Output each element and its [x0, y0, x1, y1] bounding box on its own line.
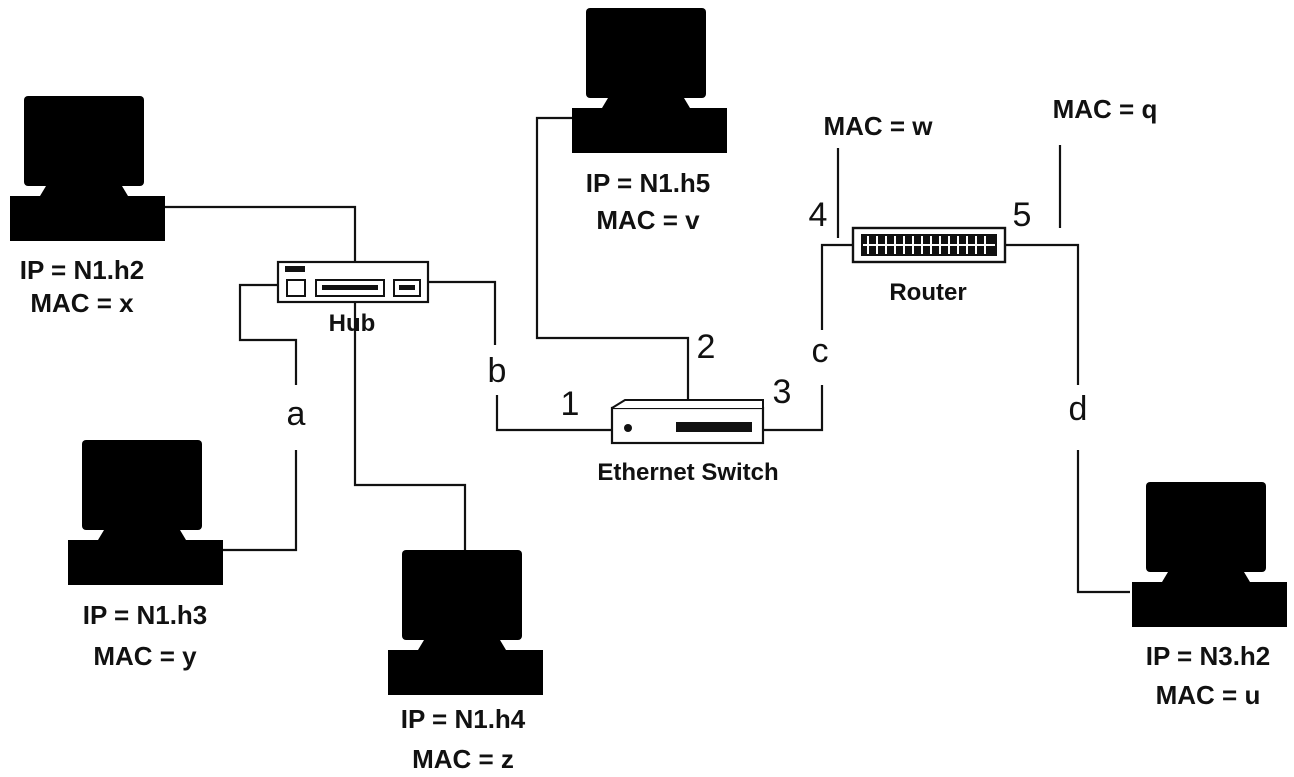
- cable-h5-switch: [535, 116, 690, 408]
- cable-hub-h4: [353, 302, 467, 550]
- switch-port-2-label: 2: [697, 328, 716, 366]
- host-h3-mac-label: MAC = y: [93, 641, 197, 671]
- ethernet-switch-icon: [610, 399, 765, 445]
- segment-c-label: c: [812, 332, 829, 370]
- host-h3-ip-label: IP = N1.h3: [83, 600, 208, 630]
- host-h4-mac-label: MAC = z: [412, 744, 514, 774]
- router-icon: [851, 226, 1007, 264]
- cable-segment-d-lower: [1076, 450, 1130, 594]
- router-port-4-mac-label: MAC = w: [823, 111, 933, 141]
- segment-d-label: d: [1069, 390, 1088, 428]
- segment-b-label: b: [488, 352, 507, 390]
- computer-n3h2-icon: [1132, 482, 1287, 627]
- host-n3h2-ip-label: IP = N3.h2: [1146, 641, 1271, 671]
- host-h5-mac-label: MAC = v: [596, 205, 700, 235]
- cable-segment-c: [763, 385, 824, 432]
- router-label: Router: [889, 279, 966, 306]
- cable-segment-a-lower: [222, 450, 298, 552]
- cable-segment-c-upper: [820, 243, 853, 330]
- cable-segment-b-lower: [495, 395, 612, 432]
- router-port-4-label: 4: [809, 196, 828, 234]
- computer-h3-icon: [68, 440, 223, 585]
- switch-port-1-label: 1: [561, 385, 580, 423]
- host-h2-mac-label: MAC = x: [30, 288, 134, 318]
- computer-h5-icon: [572, 8, 727, 153]
- host-n3h2-mac-label: MAC = u: [1156, 680, 1261, 710]
- cable-h2-hub: [165, 205, 357, 262]
- segment-a-label: a: [287, 395, 306, 433]
- computer-h4-icon: [388, 550, 543, 695]
- switch-port-3-label: 3: [773, 373, 792, 411]
- hub-icon: [276, 260, 430, 304]
- host-h2-ip-label: IP = N1.h2: [20, 255, 145, 285]
- ethernet-switch-label: Ethernet Switch: [597, 459, 778, 486]
- cable-segment-b: [428, 280, 497, 345]
- host-h4-ip-label: IP = N1.h4: [401, 704, 526, 734]
- cable-segment-a: [238, 283, 298, 385]
- hub-label: Hub: [329, 310, 376, 337]
- cable-segment-d: [1005, 243, 1080, 385]
- wires: [165, 116, 1130, 594]
- host-h5-ip-label: IP = N1.h5: [586, 168, 711, 198]
- computer-h2-icon: [10, 96, 165, 241]
- router-port-5-mac-label: MAC = q: [1053, 94, 1158, 124]
- router-port-5-label: 5: [1013, 196, 1032, 234]
